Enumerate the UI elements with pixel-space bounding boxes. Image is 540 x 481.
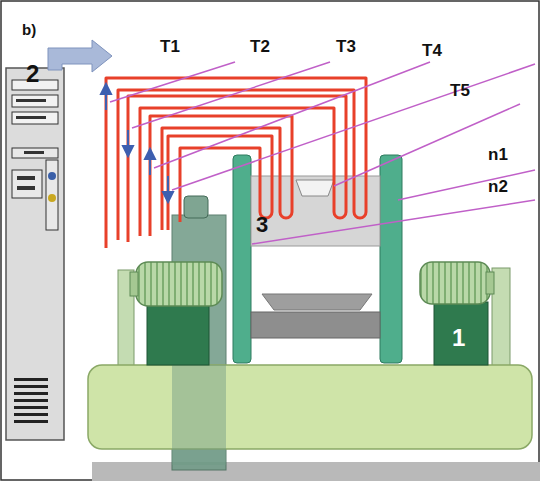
sensor-label: T2 (250, 38, 270, 55)
callout-number: 3 (256, 214, 268, 236)
callout-number: 1 (452, 326, 465, 350)
panel-letter: b) (22, 22, 36, 37)
vent-slot (14, 392, 48, 395)
vent-slot (14, 413, 48, 416)
vent-slot (14, 385, 48, 388)
callout-number: 2 (26, 62, 39, 86)
sensor-label: T4 (422, 42, 442, 59)
vent-slot (14, 378, 48, 381)
vent-slot (14, 420, 48, 423)
speed-label: n1 (488, 146, 508, 163)
sensor-label: T1 (160, 38, 180, 55)
speed-label: n2 (488, 178, 508, 195)
sensor-label: T3 (336, 38, 356, 55)
vent-slot (14, 399, 48, 402)
vent-slot (14, 406, 48, 409)
sensor-label: T5 (450, 82, 470, 99)
